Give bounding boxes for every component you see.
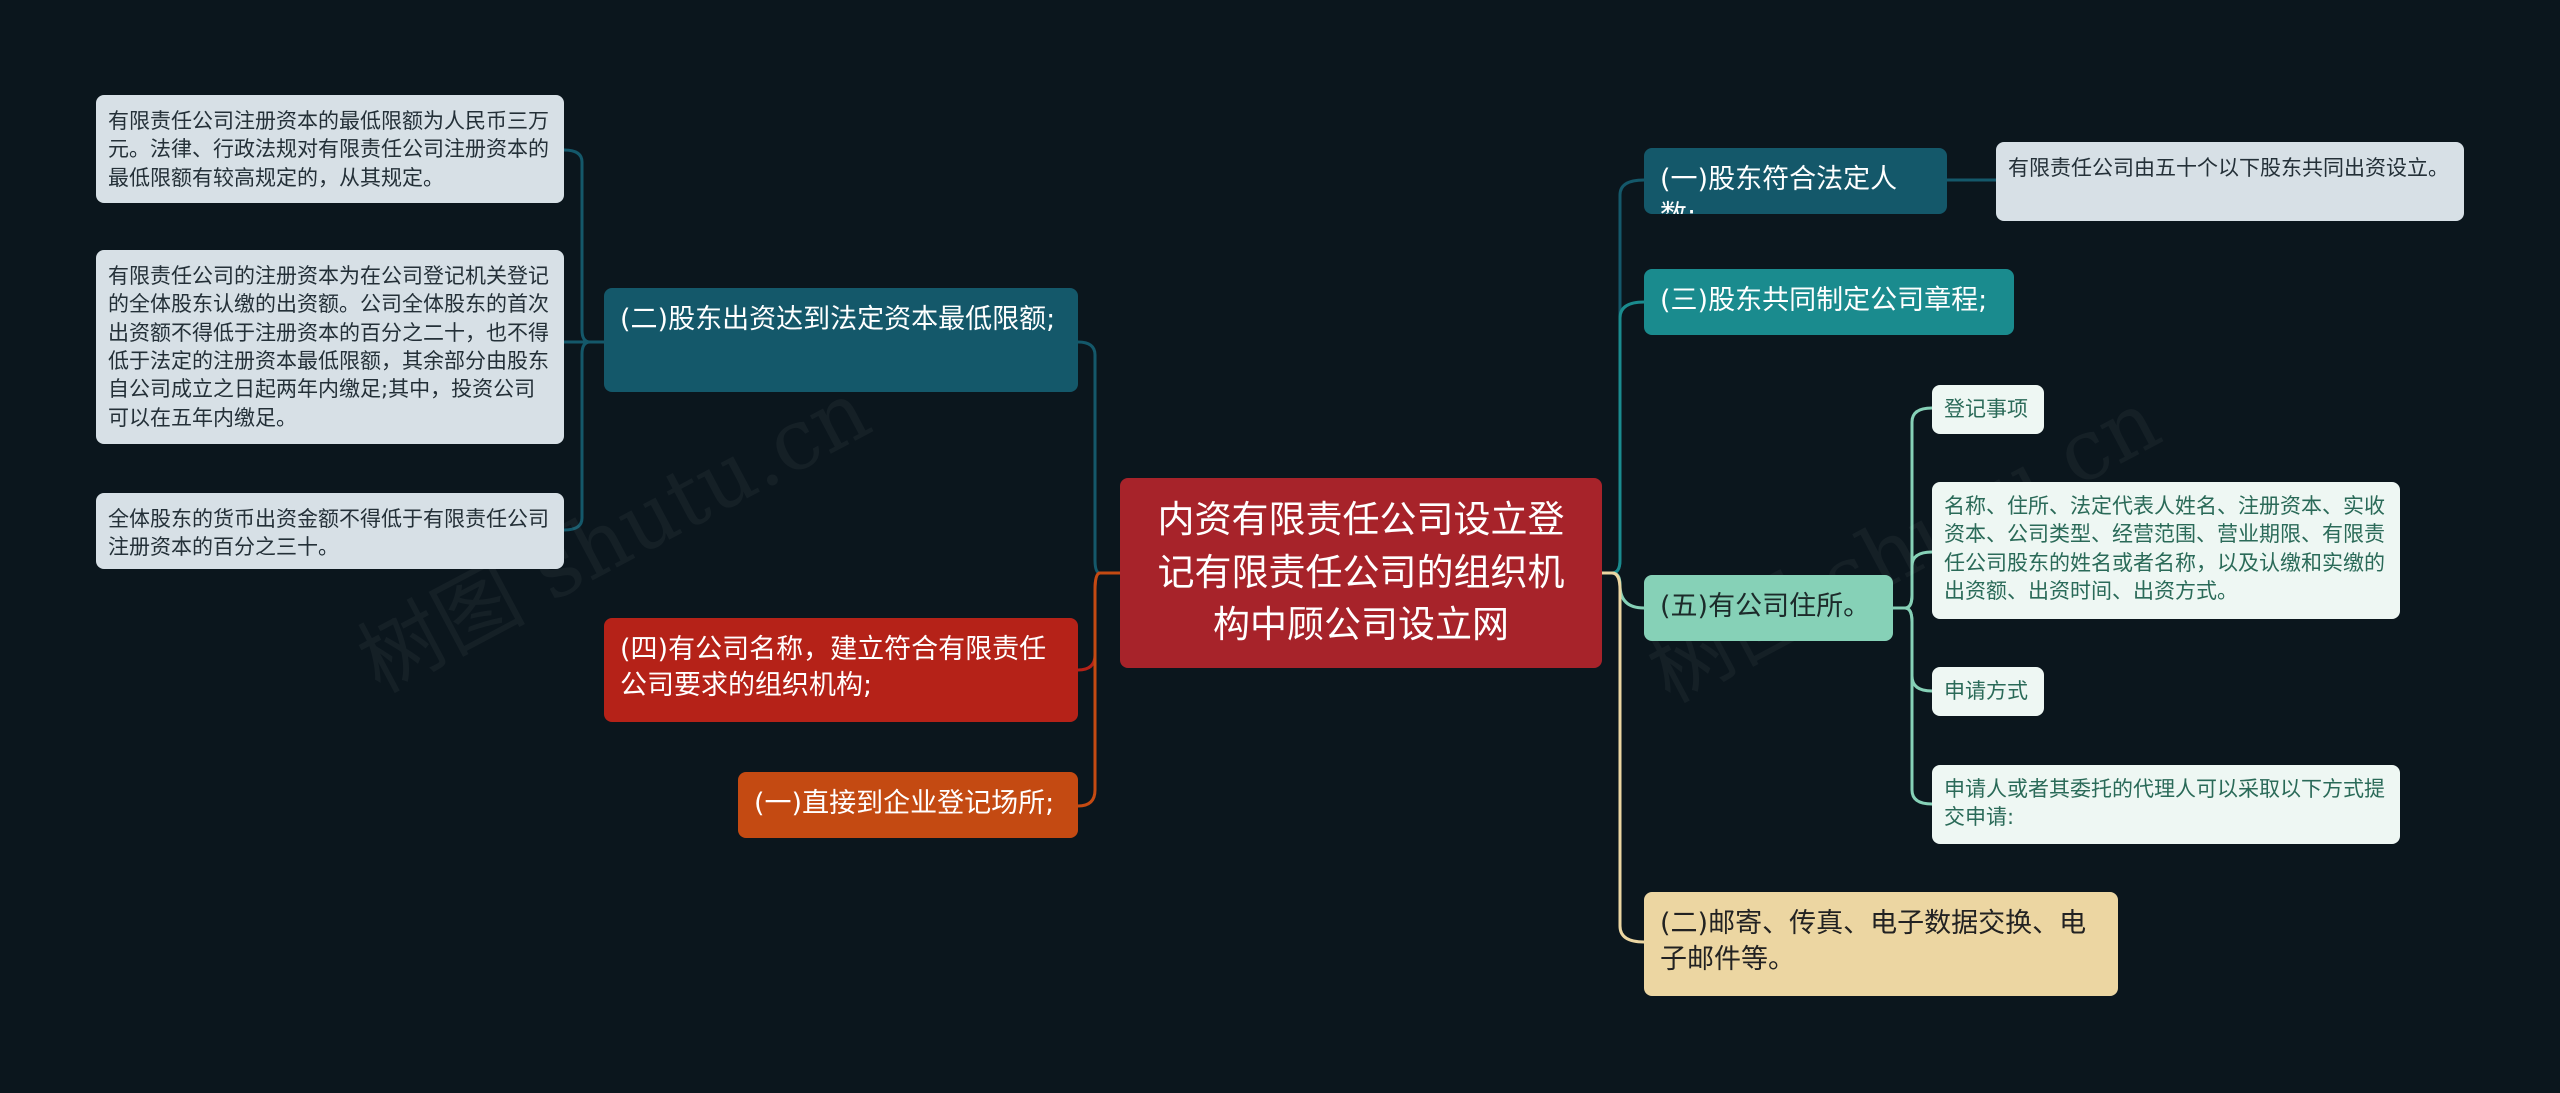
leaf-text: 登记事项 (1944, 397, 2028, 421)
link-root-r3 (1602, 300, 1645, 575)
branch-articles-label: (三)股东共同制定公司章程; (1660, 285, 1988, 316)
link-root-b1 (1077, 571, 1120, 808)
link-root-r2 (1602, 571, 1645, 944)
branch-company-address-label: (五)有公司住所。 (1660, 591, 1871, 622)
branch-shareholder-count[interactable]: (一)股东符合法定人数; (1644, 148, 1947, 214)
leaf-registration-items[interactable]: 登记事项 (1932, 385, 2044, 434)
branch-capital-minimum[interactable]: (二)股东出资达到法定资本最低限额; (604, 288, 1078, 392)
link-r5-leaf2 (1893, 550, 1933, 610)
leaf-text: 申请方式 (1944, 679, 2028, 703)
branch-company-name-label: (四)有公司名称，建立符合有限责任公司要求的组织机构; (620, 634, 1047, 702)
root-label: 内资有限责任公司设立登记有限责任公司的组织机构中顾公司设立网 (1157, 498, 1565, 647)
leaf-text: 有限责任公司由五十个以下股东共同出资设立。 (2008, 156, 2449, 180)
branch-articles-of-association[interactable]: (三)股东共同制定公司章程; (1644, 269, 2014, 335)
link-root-r5 (1602, 571, 1645, 610)
leaf-registered-capital-rule[interactable]: 有限责任公司的注册资本为在公司登记机关登记的全体股东认缴的出资额。公司全体股东的… (96, 250, 564, 444)
branch-company-name[interactable]: (四)有公司名称，建立符合有限责任公司要求的组织机构; (604, 618, 1078, 722)
leaf-text: 名称、住所、法定代表人姓名、注册资本、实收资本、公司类型、经营范围、营业期限、有… (1944, 494, 2385, 604)
link-root-b2 (1077, 340, 1120, 575)
leaf-registration-items-detail[interactable]: 名称、住所、法定代表人姓名、注册资本、实收资本、公司类型、经营范围、营业期限、有… (1932, 482, 2400, 619)
leaf-text: 有限责任公司的注册资本为在公司登记机关登记的全体股东认缴的出资额。公司全体股东的… (108, 264, 549, 430)
leaf-monetary-contribution[interactable]: 全体股东的货币出资金额不得低于有限责任公司注册资本的百分之三十。 (96, 493, 564, 569)
leaf-application-method-detail[interactable]: 申请人或者其委托的代理人可以采取以下方式提交申请: (1932, 765, 2400, 844)
branch-submission-channels[interactable]: (二)邮寄、传真、电子数据交换、电子邮件等。 (1644, 892, 2118, 996)
root-node[interactable]: 内资有限责任公司设立登记有限责任公司的组织机构中顾公司设立网 (1120, 478, 1602, 668)
branch-registration-site[interactable]: (一)直接到企业登记场所; (738, 772, 1078, 838)
branch-company-address[interactable]: (五)有公司住所。 (1644, 575, 1893, 641)
link-r5-leaf4 (1893, 606, 1933, 806)
leaf-shareholder-limit[interactable]: 有限责任公司由五十个以下股东共同出资设立。 (1996, 142, 2464, 221)
branch-submission-channels-label: (二)邮寄、传真、电子数据交换、电子邮件等。 (1660, 908, 2087, 976)
link-root-b4 (1077, 571, 1120, 672)
leaf-text: 申请人或者其委托的代理人可以采取以下方式提交申请: (1944, 777, 2385, 830)
leaf-capital-minimum-amount[interactable]: 有限责任公司注册资本的最低限额为人民币三万元。法律、行政法规对有限责任公司注册资… (96, 95, 564, 203)
link-b2-leaf1 (563, 148, 604, 344)
branch-shareholder-count-label: (一)股东符合法定人数; (1660, 164, 1898, 214)
leaf-text: 全体股东的货币出资金额不得低于有限责任公司注册资本的百分之三十。 (108, 507, 549, 560)
branch-capital-minimum-label: (二)股东出资达到法定资本最低限额; (620, 304, 1056, 335)
branch-registration-site-label: (一)直接到企业登记场所; (754, 788, 1055, 819)
leaf-application-method[interactable]: 申请方式 (1932, 667, 2044, 716)
leaf-text: 有限责任公司注册资本的最低限额为人民币三万元。法律、行政法规对有限责任公司注册资… (108, 109, 549, 190)
link-root-r1 (1602, 178, 1645, 575)
link-b2-leaf3 (563, 340, 604, 532)
